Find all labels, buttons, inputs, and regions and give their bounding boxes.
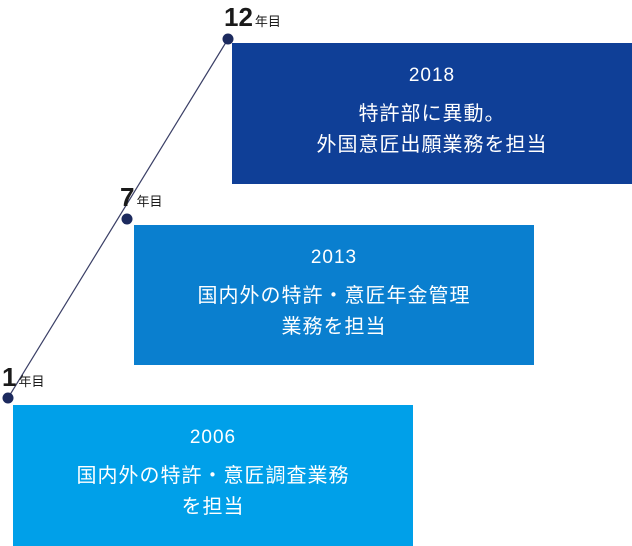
career-year: 2018 xyxy=(408,65,456,86)
career-box-2013: 2013 国内外の特許・意匠年金管理 業務を担当 xyxy=(134,225,534,365)
career-box-2006: 2006 国内外の特許・意匠調査業務 を担当 xyxy=(13,405,413,546)
career-description-line-1: 国内外の特許・意匠年金管理 xyxy=(197,283,471,307)
career-description-line-2: 外国意匠出願業務を担当 xyxy=(316,132,548,156)
milestone-number: 12 xyxy=(224,2,253,32)
milestone-dot-year-1 xyxy=(2,392,14,404)
career-description-line-1: 特許部に異動。 xyxy=(358,101,506,125)
career-year: 2013 xyxy=(310,247,358,268)
career-description-line-2: 業務を担当 xyxy=(281,314,387,338)
milestone-unit: 年目 xyxy=(18,375,45,390)
career-year: 2006 xyxy=(189,427,237,448)
career-box-2018: 2018 特許部に異動。 外国意匠出願業務を担当 xyxy=(232,43,632,184)
milestone-unit: 年目 xyxy=(254,15,281,30)
milestone-number: 7 xyxy=(120,182,135,212)
timeline-line xyxy=(7,38,229,399)
career-description-line-1: 国内外の特許・意匠調査業務 xyxy=(76,463,350,487)
milestone-dot-year-7 xyxy=(121,213,133,225)
career-description-line-2: を担当 xyxy=(181,494,245,518)
milestone-dot-year-12 xyxy=(222,33,234,45)
milestone-unit: 年目 xyxy=(136,195,163,210)
milestone-number: 1 xyxy=(2,362,17,392)
